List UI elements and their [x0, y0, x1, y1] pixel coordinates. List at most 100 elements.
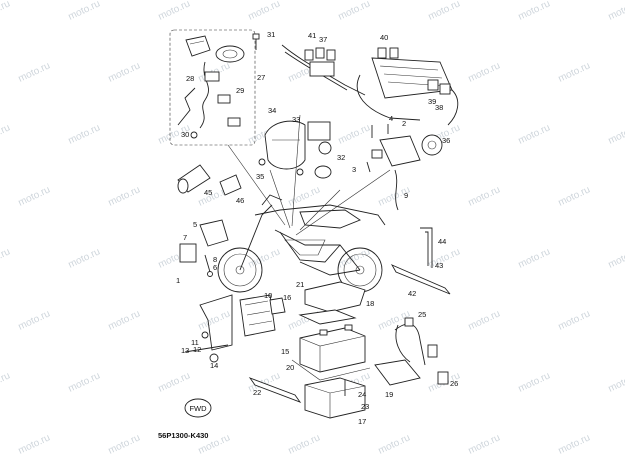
watermark-text: moto.ru [17, 60, 52, 84]
callout-20: 20 [286, 363, 294, 372]
callout-36: 36 [442, 136, 450, 145]
callout-19: 19 [385, 390, 393, 399]
callout-4: 4 [389, 114, 393, 123]
callout-37: 37 [319, 35, 327, 44]
callout-46: 46 [236, 196, 244, 205]
watermark-text: moto.ru [287, 184, 322, 208]
callout-17: 17 [358, 417, 366, 426]
part-20-band [291, 359, 371, 381]
callout-7: 7 [183, 233, 187, 242]
part-46-cap [219, 174, 242, 196]
callout-43: 43 [435, 261, 443, 270]
watermark-text: moto.ru [517, 246, 552, 270]
callout-13: 13 [181, 346, 189, 355]
part-28-ring [215, 45, 245, 63]
callout-28: 28 [186, 74, 194, 83]
part-42-strap [390, 264, 451, 295]
callout-22: 22 [253, 388, 261, 397]
watermark-text: moto.ru [467, 432, 502, 456]
watermark-text: moto.ru [157, 370, 192, 394]
fwd-label: FWD [189, 404, 207, 413]
callout-5: 5 [193, 220, 197, 229]
callout-33: 33 [292, 115, 300, 124]
callout-41: 41 [308, 31, 316, 40]
callout-14: 14 [210, 361, 218, 370]
callout-6: 6 [213, 263, 217, 272]
callout-layer: 1234567891011121314151617181920212223242… [176, 30, 458, 426]
part-16-sensor [269, 297, 286, 315]
callout-24: 24 [358, 390, 366, 399]
watermark-text: moto.ru [607, 370, 625, 394]
watermark-text: moto.ru [0, 122, 12, 146]
group-27-box [169, 29, 256, 146]
watermark-text: moto.ru [247, 0, 282, 23]
part-26-connector [437, 371, 449, 385]
part-5-bracket [199, 219, 229, 247]
part-34-cover [264, 120, 306, 170]
part-18-pad [298, 309, 357, 325]
callout-16: 16 [283, 293, 291, 302]
part-41-harness-top [281, 44, 366, 96]
part-25-cable [394, 317, 438, 366]
callout-29: 29 [236, 86, 244, 95]
part-31-bolt [252, 33, 260, 50]
watermark-text: moto.ru [337, 246, 372, 270]
fwd-badge: FWD [184, 398, 212, 418]
watermark-text: moto.ru [107, 60, 142, 84]
watermark-text: moto.ru [557, 308, 592, 332]
callout-31: 31 [267, 30, 275, 39]
callout-35: 35 [256, 172, 264, 181]
watermark-text: moto.ru [107, 432, 142, 456]
part-45-cap [177, 164, 211, 194]
callout-45: 45 [204, 188, 212, 197]
watermark-text: moto.ru [517, 370, 552, 394]
part-27-harness [177, 61, 241, 139]
watermark-text: moto.ru [607, 246, 625, 270]
watermark-text: moto.ru [67, 370, 102, 394]
part-33-switch [307, 121, 332, 155]
part-44-tool [420, 227, 433, 268]
callout-34: 34 [268, 106, 276, 115]
part-32-sensor [314, 165, 332, 179]
callout-18: 18 [366, 299, 374, 308]
leader-lines [227, 114, 391, 236]
watermark-text: moto.ru [517, 0, 552, 23]
callout-42: 42 [408, 289, 416, 298]
callout-11: 11 [191, 338, 199, 347]
watermark-text: moto.ru [337, 122, 372, 146]
part-22-strap [248, 377, 302, 403]
part-15-battery [299, 324, 366, 373]
watermark-text: moto.ru [337, 0, 372, 23]
watermark-text: moto.ru [0, 246, 12, 270]
callout-23: 23 [361, 402, 369, 411]
watermark-text: moto.ru [517, 122, 552, 146]
callout-26: 26 [450, 379, 458, 388]
watermark-text: moto.ru [287, 432, 322, 456]
callout-9: 9 [404, 191, 408, 200]
callout-38: 38 [435, 103, 443, 112]
watermark-text: moto.ru [247, 246, 282, 270]
watermark-text: moto.ru [67, 0, 102, 23]
watermark-text: moto.ru [467, 184, 502, 208]
callout-40: 40 [380, 33, 388, 42]
watermark-text: moto.ru [107, 184, 142, 208]
callout-27: 27 [257, 73, 265, 82]
part-28-ecu-cover [185, 35, 211, 57]
part-6-clip [204, 254, 213, 277]
callout-21: 21 [296, 280, 304, 289]
callout-25: 25 [418, 310, 426, 319]
part-36-relay-box [356, 47, 459, 126]
watermark-text: moto.ru [607, 0, 625, 23]
callout-39: 39 [428, 97, 436, 106]
part-9-bracket [184, 294, 233, 363]
part-35-bracket [258, 158, 304, 176]
part-7-relay [179, 243, 197, 263]
watermark-text: moto.ru [467, 60, 502, 84]
watermark-text: moto.ru [607, 122, 625, 146]
watermark-text: moto.ru [67, 246, 102, 270]
callout-10: 10 [264, 291, 272, 300]
watermark-text: moto.ru [17, 308, 52, 332]
watermark-text: moto.ru [67, 122, 102, 146]
